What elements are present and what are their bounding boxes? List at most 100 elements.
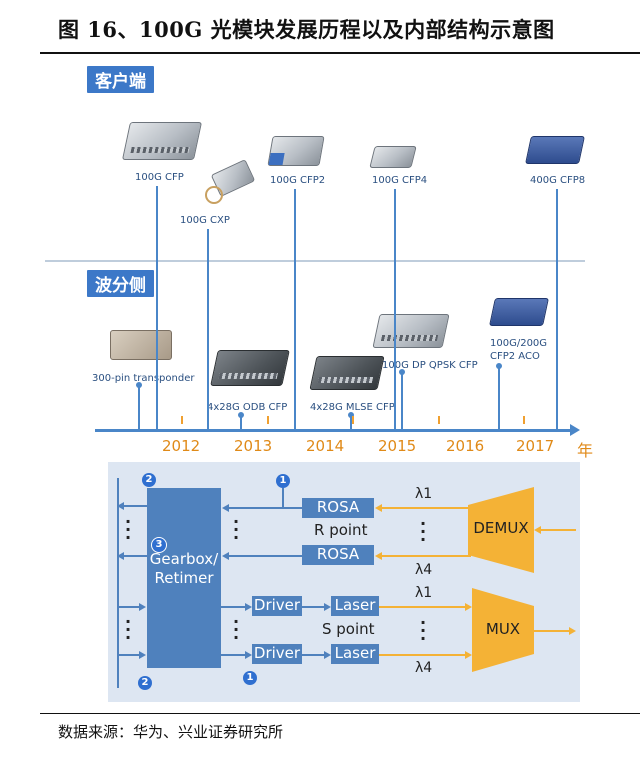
arrowhead [569,627,576,635]
product-label-cfp: 100G CFP [135,172,184,183]
source-note: 数据来源：华为、兴业证券研究所 [58,723,284,741]
lambda-4-rx: λ4 [415,562,433,578]
footer-rule [40,713,640,714]
year-label: 2017 [516,437,555,455]
arrowhead [534,526,541,534]
timeline-connector-cfp2 [294,189,296,429]
client-side-label: 客户端 [87,66,154,93]
year-label: 2013 [234,437,273,455]
odb-cfp-module-image [210,350,290,386]
ellipsis-dots: ··· [419,514,427,549]
s-point-label: S point [322,620,375,638]
timeline-connector-cxp [207,229,209,429]
product-label-odb-cfp: 4x28G ODB CFP [207,402,288,413]
arrowhead [465,651,472,659]
cfp4-module-image [369,146,417,168]
laser-block-4: Laser [331,644,379,664]
timeline-connector-300pin [138,384,140,429]
ellipsis-dots: ··· [232,512,240,547]
gearbox-label: Gearbox/ [149,550,219,568]
ellipsis-dots: ··· [124,512,132,547]
timeline-connector-cfp8 [556,189,558,429]
lambda-1-rx: λ1 [415,486,433,502]
timeline-connector-mlse [350,414,352,429]
badge-3: 3 [151,537,167,553]
arrowhead [324,651,331,659]
arrowhead [222,552,229,560]
year-tick [523,416,525,424]
badge-2-top: 2 [142,473,156,487]
arrowhead [222,504,229,512]
badge-1-top: 1 [276,474,290,488]
product-label-cxp: 100G CXP [180,215,230,226]
arrowhead [139,651,146,659]
host-tx-arrow [117,606,139,608]
timeline-dot-aco [496,363,502,369]
arrowhead [245,603,252,611]
arrowhead [117,502,124,510]
timeline-axis [95,429,573,432]
retimer-label: Retimer [154,569,214,587]
product-label-100g-200g: 100G/200G [490,338,548,349]
optical-tx-arrow [379,654,465,656]
lambda-1-tx: λ1 [415,585,433,601]
cfp2-aco-module-image [489,298,549,326]
r-point-label: R point [314,521,368,539]
driver-block-1: Driver [252,596,302,616]
host-interface-line [117,478,119,688]
arrowhead [465,603,472,611]
badge-leader [282,488,284,507]
product-label-cfp4: 100G CFP4 [372,175,428,186]
timeline-dot-odb [238,412,244,418]
optical-rx-arrow [381,555,471,557]
year-tick [181,416,183,424]
timeline-dot-300pin [136,382,142,388]
host-rx-arrow [122,505,147,507]
cfp-module-image [121,122,203,160]
timeline-connector-odb [240,414,242,429]
host-rx-arrow [122,555,147,557]
product-label-cfp2-aco: CFP2 ACO [490,351,540,362]
cfp8-module-image [525,136,585,164]
rosa-to-gearbox-arrow [228,507,302,509]
figure-title: 图 16、100G 光模块发展历程以及内部结构示意图 [0,0,640,54]
driver-to-laser-arrow [302,654,324,656]
timeline-connector-aco [498,365,500,429]
gearbox-to-driver-arrow [221,654,245,656]
arrowhead [117,552,124,560]
product-label-dp-qpsk-cfp: 100G DP QPSK CFP [382,360,478,371]
gearbox-retimer-block: Gearbox/ Retimer [147,488,221,668]
optical-tx-arrow [379,606,465,608]
dp-qpsk-cfp-module-image [372,314,450,348]
rosa-block-1: ROSA [302,498,374,518]
line-side-label: 波分侧 [87,270,154,297]
year-label: 2015 [378,437,417,455]
year-label: 2016 [446,437,485,455]
laser-block-1: Laser [331,596,379,616]
mux-label: MUX [485,620,521,638]
timeline-connector-cfp4 [394,189,396,429]
timeline-connector-dp-qpsk [401,371,403,429]
figure-title-text: 图 16、100G 光模块发展历程以及内部结构示意图 [58,17,555,42]
badge-1-bottom: 1 [243,671,257,685]
host-tx-arrow [117,654,139,656]
product-label-cfp2: 100G CFP2 [270,175,326,186]
timeline-dot-mlse [348,412,354,418]
ellipsis-dots: ··· [124,612,132,647]
optical-input-arrow [540,529,576,531]
timeline-connector-cfp [156,186,158,429]
driver-block-4: Driver [252,644,302,664]
optical-output-arrow [534,630,569,632]
arrowhead [245,651,252,659]
cfp2-module-image [267,136,325,166]
badge-2-bottom: 2 [138,676,152,690]
product-label-300pin: 300-pin transponder [92,373,195,384]
year-tick [267,416,269,424]
driver-to-laser-arrow [302,606,324,608]
title-rule [40,52,640,54]
product-label-mlse-cfp: 4x28G MLSE CFP [310,402,395,413]
year-unit-label: 年 [577,441,594,460]
transponder-module-image [110,330,172,360]
optical-rx-arrow [381,507,471,509]
cxp-pull-tab [205,186,223,204]
